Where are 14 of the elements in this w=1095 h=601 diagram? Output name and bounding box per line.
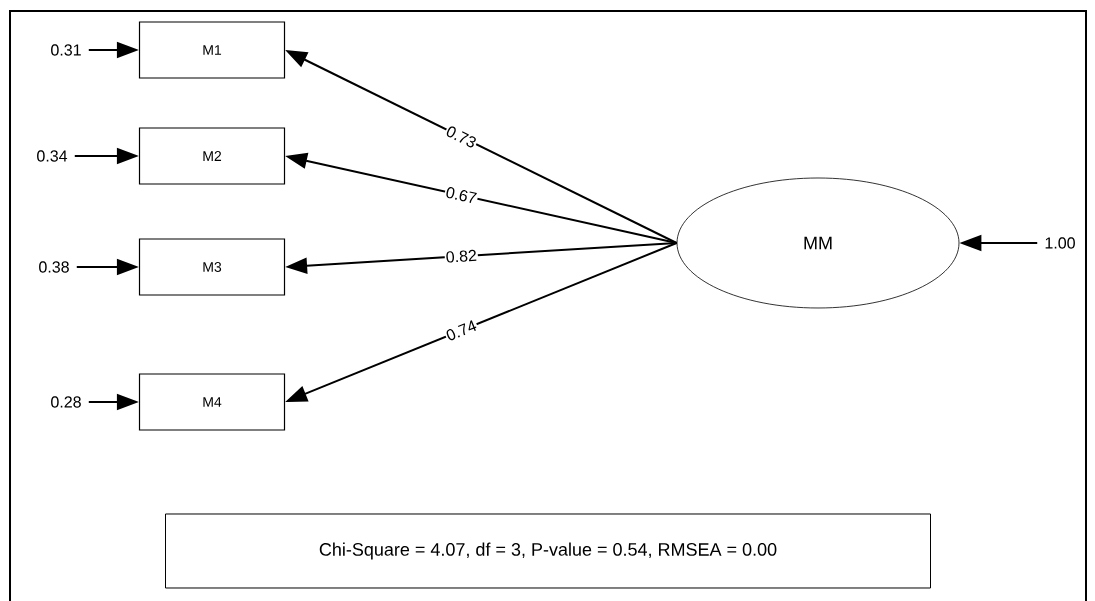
error-value: 0.34: [37, 150, 68, 162]
error-value: 0.28: [51, 396, 81, 408]
variable-box: M1: [138, 21, 286, 79]
variable-box: M2: [138, 127, 286, 185]
edge-label: 0.82: [444, 248, 479, 264]
variable-box: M3: [138, 238, 286, 296]
fit-statistics-box: Chi-Square = 4.07, df = 3, P-value = 0.54, RMSEA = 0.00: [165, 513, 931, 589]
error-value: 0.38: [39, 261, 69, 273]
edge-label: 0.73: [443, 123, 480, 151]
error-value: 0.31: [51, 44, 81, 56]
error-value: 1.00: [1045, 237, 1075, 249]
edge-label: 0.67: [443, 185, 479, 206]
variable-box: M4: [138, 373, 286, 431]
edge-label: 0.74: [443, 318, 480, 343]
